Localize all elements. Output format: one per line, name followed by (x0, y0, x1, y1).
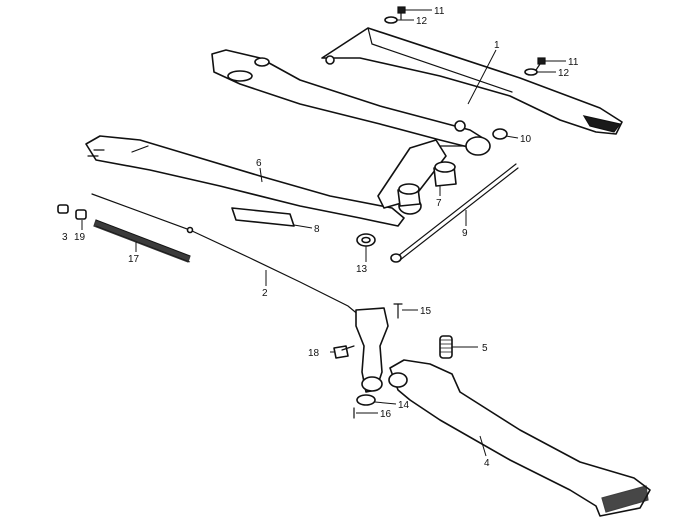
part-5-spring (439, 335, 453, 359)
callout-3: 3 (62, 232, 68, 243)
part-12-washer-top (384, 16, 398, 24)
part-6-stand-frame (85, 49, 508, 227)
part-19-nut (75, 209, 87, 220)
callout-12-right: 12 (558, 68, 570, 79)
callout-2: 2 (262, 288, 268, 299)
part-3-bolt (57, 204, 69, 214)
part-15-pin (393, 303, 403, 319)
callout-12-top: 12 (416, 16, 428, 27)
callout-11-top: 11 (434, 6, 445, 17)
callout-6: 6 (256, 158, 262, 169)
callout-13: 13 (356, 264, 368, 275)
part-7-bushing-lower (397, 183, 421, 207)
part-18-bolt (333, 345, 355, 359)
part-13-washer (356, 233, 376, 247)
callout-11-right: 11 (568, 57, 579, 68)
callout-10: 10 (520, 134, 532, 145)
brake-arm (355, 307, 389, 393)
callout-1: 1 (494, 40, 500, 51)
callout-15: 15 (420, 306, 432, 317)
leader-lines (81, 9, 566, 457)
part-8-rubber-stopper (231, 207, 295, 227)
callout-18: 18 (308, 348, 320, 359)
part-7-bushing-upper (433, 161, 457, 187)
callout-7: 7 (436, 198, 442, 209)
part-11-bolt-right (535, 57, 546, 71)
part-1-guard-plate (321, 27, 623, 135)
part-11-bolt-top (397, 6, 406, 20)
callout-17: 17 (128, 254, 140, 265)
callout-8: 8 (314, 224, 320, 235)
callout-16: 16 (380, 409, 392, 420)
part-17-spring (93, 219, 191, 263)
part-9-pivot-bolt (390, 163, 519, 263)
part-4-brake-pedal (388, 359, 651, 517)
callout-14: 14 (398, 400, 410, 411)
callout-5: 5 (482, 343, 488, 354)
part-2-brake-rod (91, 193, 361, 317)
part-12-washer-right (524, 68, 538, 76)
callout-19: 19 (74, 232, 86, 243)
callout-4: 4 (484, 458, 490, 469)
callout-9: 9 (462, 228, 468, 239)
callout-labels: 11 12 1 11 12 10 6 7 9 8 3 19 17 13 2 15… (62, 6, 579, 469)
part-14-washer (356, 394, 376, 406)
